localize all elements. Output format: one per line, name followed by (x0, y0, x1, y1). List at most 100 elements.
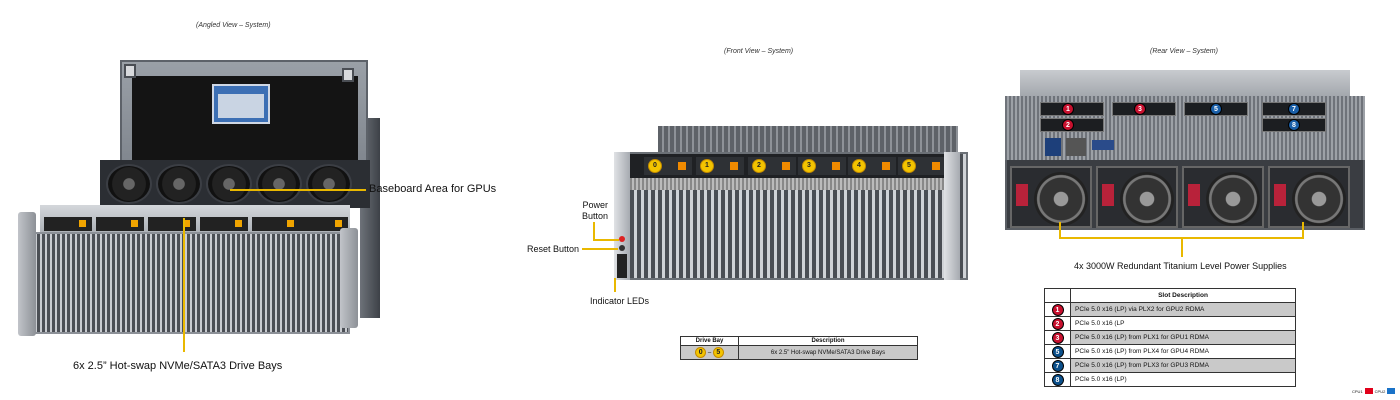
front-ear-left (614, 152, 630, 280)
drive-table-header-description: Description (738, 336, 918, 346)
usb-ports-icon (1045, 138, 1061, 156)
power-supply (1010, 166, 1092, 228)
legend-cpu1-label: CPU1 (1352, 388, 1363, 394)
slot-number-badge: 2 (1051, 317, 1064, 330)
power-button-callout: Power Button (582, 200, 609, 221)
drive-bays-callout: 6x 2.5” Hot-swap NVMe/SATA3 Drive Bays (73, 360, 283, 372)
drive-bay: 5 (898, 157, 946, 175)
slot-table-row: 5 PCIe 5.0 x16 (LP) from PLX4 for GPU4 RD… (1044, 344, 1296, 359)
drive-led-icon (832, 162, 840, 170)
cpu-legend: CPU1 CPU2 (1352, 388, 1396, 394)
slot-table-row: 7 PCIe 5.0 x16 (LP) from PLX3 for GPU3 RD… (1044, 358, 1296, 373)
power-supply (1182, 166, 1264, 228)
fan-icon (306, 164, 352, 204)
fan-icon (256, 164, 302, 204)
drive-bay: 1 (696, 157, 744, 175)
psu-fan-icon (1034, 172, 1088, 226)
front-chassis-top (658, 126, 958, 152)
slot-description: PCIe 5.0 x16 (LP) from PLX3 for GPU3 RDM… (1070, 358, 1296, 373)
slot-number-badge: 1 (1051, 303, 1064, 316)
callout-line-power-h (593, 239, 619, 241)
power-button-icon (619, 236, 625, 242)
angled-gpu-grille (30, 232, 350, 334)
slot-table-row: 3 PCIe 5.0 x16 (LP) from PLX1 for GPU1 RD… (1044, 330, 1296, 345)
drive-table-bay-range: 0 – 5 (680, 345, 739, 360)
slot-table-row: 1 PCIe 5.0 x16 (LP) via PLX2 for GPU2 RDM… (1044, 302, 1296, 317)
bay-number-badge: 0 (648, 159, 662, 173)
slot-number-badge: 3 (1051, 331, 1064, 344)
indicator-leds-icon (617, 254, 627, 278)
power-supplies-callout: 4x 3000W Redundant Titanium Level Power … (1074, 261, 1287, 271)
slot-badge-icon: 3 (1134, 103, 1146, 115)
psu-bracket-left (1059, 222, 1061, 238)
legend-cpu1-swatch (1364, 388, 1373, 394)
callout-line-power (593, 222, 595, 240)
reset-button-callout: Reset Button (527, 244, 580, 254)
bay-number-badge: 3 (802, 159, 816, 173)
slot-description: PCIe 5.0 x16 (LP) (1070, 372, 1296, 387)
rear-chassis-top (1020, 70, 1350, 100)
front-ear-right (944, 152, 960, 280)
angled-fan-bay (100, 160, 370, 208)
service-label (212, 84, 270, 124)
lan-ports-icon (1066, 138, 1086, 156)
fan-icon (206, 164, 252, 204)
slot-badge-icon: 1 (1062, 103, 1074, 115)
slot-badge-icon: 2 (1062, 119, 1074, 131)
drive-bay: 4 (848, 157, 896, 175)
slot-badge-icon: 5 (1210, 103, 1222, 115)
slot-table-row: 2 PCIe 5.0 x16 (LP (1044, 316, 1296, 331)
drive-bay: 2 (748, 157, 796, 175)
angled-drive-tray (40, 205, 350, 235)
psu-bracket-right (1302, 222, 1304, 238)
slot-description: PCIe 5.0 x16 (LP) via PLX2 for GPU2 RDMA (1070, 302, 1296, 317)
slot-number-badge: 5 (1051, 345, 1064, 358)
drive-led-icon (882, 162, 890, 170)
psu-bracket-stem (1181, 237, 1183, 257)
rear-view-caption: (Rear View – System) (1150, 48, 1218, 55)
drive-table-description: 6x 2.5" Hot-swap NVMe/SATA3 Drive Bays (738, 345, 918, 360)
slot-number-badge: 8 (1051, 373, 1064, 386)
slot-description: PCIe 5.0 x16 (LP) from PLX4 for GPU4 RDM… (1070, 344, 1296, 359)
slot-table-header: Slot Description (1070, 288, 1296, 303)
callout-line-reset (582, 248, 618, 250)
psu-fan-icon (1292, 172, 1346, 226)
bay-number-badge: 5 (902, 159, 916, 173)
slot-description: PCIe 5.0 x16 (LP) from PLX1 for GPU1 RDM… (1070, 330, 1296, 345)
drive-table-header-bay: Drive Bay (680, 336, 739, 346)
callout-line-drive-bays (183, 218, 185, 352)
bay-number-badge: 4 (852, 159, 866, 173)
angled-view-caption: (Angled View – System) (196, 22, 271, 29)
slot-description-table: Slot Description 1 PCIe 5.0 x16 (LP) via … (1044, 288, 1296, 387)
drive-led-icon (782, 162, 790, 170)
drive-bay: 3 (798, 157, 846, 175)
drive-bay-table: Drive Bay Description 0 – 5 6x 2.5" Hot-… (680, 336, 918, 360)
bay-number-badge: 0 (695, 347, 707, 358)
front-vent-band (630, 178, 944, 190)
front-drive-strip: 0 1 2 3 4 5 (630, 154, 946, 178)
lid-handle-left (124, 64, 136, 78)
rack-ear-right (340, 228, 358, 328)
drive-led-icon (678, 162, 686, 170)
slot-description: PCIe 5.0 x16 (LP (1070, 316, 1296, 331)
legend-cpu2-swatch (1387, 388, 1396, 394)
slot-badge-icon: 8 (1288, 119, 1300, 131)
drive-led-icon (932, 162, 940, 170)
bay-number-badge: 2 (752, 159, 766, 173)
fan-icon (156, 164, 202, 204)
slot-badge-icon: 7 (1288, 103, 1300, 115)
angled-open-lid (120, 60, 368, 178)
callout-line-leds (614, 278, 616, 292)
callout-line-baseboard (230, 189, 366, 191)
slot-table-row: 8 PCIe 5.0 x16 (LP) (1044, 372, 1296, 387)
reset-button-icon (619, 245, 625, 251)
drive-bay: 0 (644, 157, 692, 175)
psu-fan-icon (1206, 172, 1260, 226)
power-supply (1268, 166, 1350, 228)
front-view-caption: (Front View – System) (724, 48, 794, 55)
legend-cpu2-label: CPU2 (1374, 388, 1386, 394)
slot-number-badge: 7 (1051, 359, 1064, 372)
lid-handle-right (342, 68, 354, 82)
rack-ear-left (18, 212, 36, 336)
bay-number-badge: 5 (712, 347, 724, 358)
